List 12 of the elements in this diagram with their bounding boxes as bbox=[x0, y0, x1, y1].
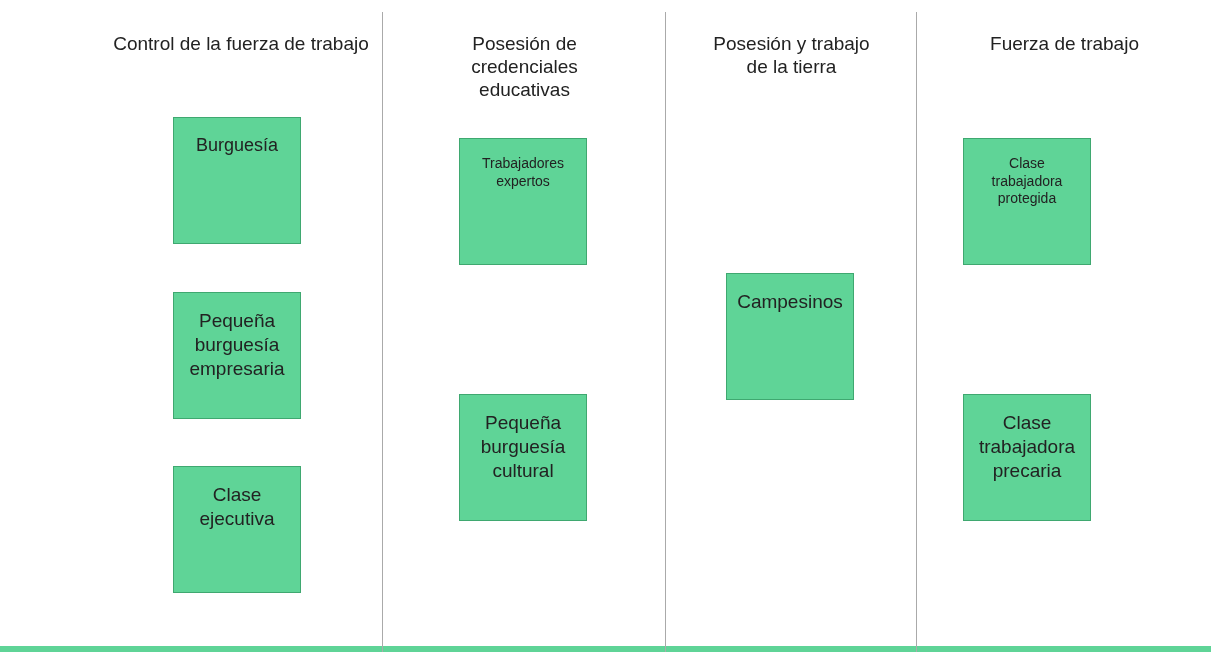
sticky-note: Clase ejecutiva bbox=[173, 466, 301, 593]
column-heading: Control de la fuerza de trabajo bbox=[112, 32, 370, 55]
column-heading: Posesión y trabajo de la tierra bbox=[712, 32, 871, 78]
sticky-note: Trabajadores expertos bbox=[459, 138, 587, 265]
sticky-note: Pequeña burguesía empresaria bbox=[173, 292, 301, 419]
sticky-note: Clase trabajadora protegida bbox=[963, 138, 1091, 265]
sticky-note: Burguesía bbox=[173, 117, 301, 244]
sticky-note: Pequeña burguesía cultural bbox=[459, 394, 587, 521]
column-heading: Posesión de credenciales educativas bbox=[470, 32, 579, 101]
sticky-note: Campesinos bbox=[726, 273, 854, 400]
sticky-note: Clase trabajadora precaria bbox=[963, 394, 1091, 521]
column-heading: Fuerza de trabajo bbox=[989, 32, 1140, 55]
